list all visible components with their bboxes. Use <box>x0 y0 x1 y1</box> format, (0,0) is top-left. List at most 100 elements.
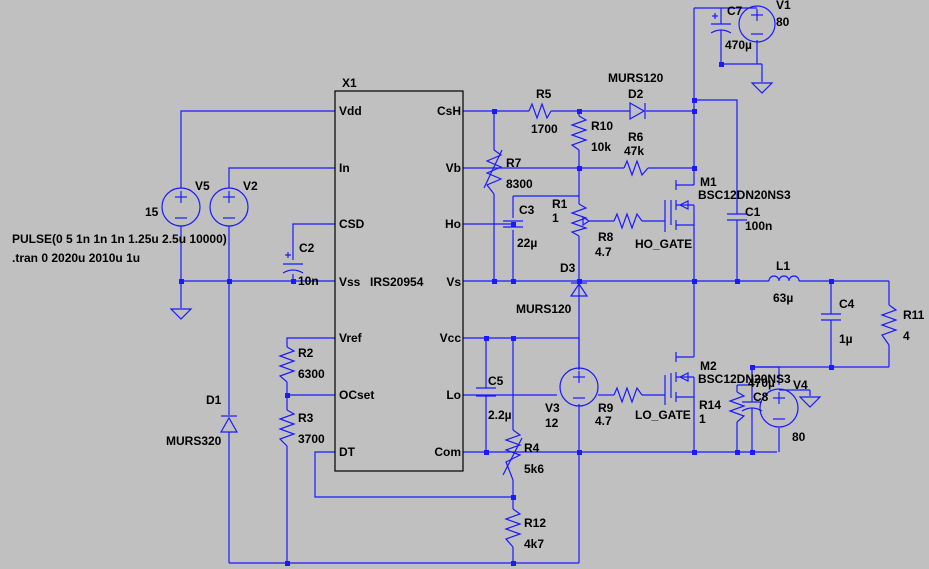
resistor-r11[interactable]: R11 4 <box>880 304 925 346</box>
capacitor-c4[interactable]: C4 1µ <box>821 297 855 346</box>
r4-ref: R4 <box>524 441 540 455</box>
c1-value: 100n <box>745 219 772 233</box>
resistor-r3[interactable]: R3 3700 <box>278 409 325 447</box>
d3-ref: D3 <box>560 261 576 275</box>
chip-ref: X1 <box>342 76 357 90</box>
c3-value: 22µ <box>517 236 537 250</box>
pin-vdd: Vdd <box>339 104 362 118</box>
c3-ref: C3 <box>519 203 535 217</box>
diode-d3[interactable]: D3 MURS120 <box>516 261 589 316</box>
d2-value: MURS120 <box>608 71 664 85</box>
r3-ref: R3 <box>298 411 314 425</box>
resistor-r5[interactable]: R5 1700 <box>528 87 558 136</box>
v1-ref: V1 <box>776 0 791 12</box>
resistor-r4[interactable]: R4 5k6 <box>502 429 544 481</box>
v4-ref: V4 <box>793 378 808 392</box>
pin-ho: Ho <box>445 217 461 231</box>
ho-gate-net: HO_GATE <box>635 237 692 251</box>
r1-value: 1 <box>552 211 559 225</box>
v5-ref: V5 <box>195 179 210 193</box>
ground-v4 <box>798 396 822 408</box>
m2-ref: M2 <box>700 359 717 373</box>
r10-ref: R10 <box>591 119 613 133</box>
r7-ref: R7 <box>506 156 522 170</box>
pin-in: In <box>339 161 350 175</box>
ground-left <box>169 308 193 320</box>
r7-value: 8300 <box>506 177 533 191</box>
source-v1[interactable]: V1 80 <box>738 0 791 43</box>
c2-ref: C2 <box>299 241 315 255</box>
c7-ref: C7 <box>727 4 743 18</box>
c1-ref: C1 <box>745 205 761 219</box>
source-v3[interactable]: V3 12 <box>545 367 599 430</box>
pin-vref: Vref <box>339 331 363 345</box>
diode-d2[interactable]: D2 MURS120 <box>608 71 664 121</box>
r2-ref: R2 <box>298 346 314 360</box>
r6-value: 47k <box>624 144 644 158</box>
d3-value: MURS120 <box>516 302 572 316</box>
c5-value: 2.2µ <box>488 408 512 422</box>
wires <box>180 7 890 564</box>
r6-ref: R6 <box>628 130 644 144</box>
inductor-l1[interactable]: L1 63µ <box>768 259 800 305</box>
capacitor-c7[interactable]: C7 470µ <box>710 4 752 52</box>
m1-part: BSC12DN20NS3 <box>698 188 791 202</box>
r14-value: 1 <box>699 412 706 426</box>
r4-value: 5k6 <box>524 462 544 476</box>
source-v4[interactable]: V4 80 <box>759 378 808 444</box>
d2-ref: D2 <box>628 87 644 101</box>
capacitor-c5[interactable]: C5 2.2µ <box>476 374 512 422</box>
diode-d1[interactable]: D1 MURS320 <box>166 393 239 448</box>
source-v2[interactable]: V2 <box>209 179 258 227</box>
chip-part: IRS20954 <box>370 275 424 289</box>
pin-vss: Vss <box>339 275 361 289</box>
r5-value: 1700 <box>531 122 558 136</box>
resistor-r10[interactable]: R10 10k <box>570 115 613 154</box>
r3-value: 3700 <box>298 432 325 446</box>
capacitor-c8[interactable]: C8 470µ <box>741 367 775 420</box>
junction-dots <box>179 62 834 566</box>
c4-value: 1µ <box>839 332 853 346</box>
r12-value: 4k7 <box>524 537 544 551</box>
resistor-r8[interactable]: R8 4.7 <box>595 212 643 259</box>
resistor-r9[interactable]: R9 4.7 <box>595 386 643 428</box>
r11-ref: R11 <box>903 308 925 322</box>
resistor-r2[interactable]: R2 6300 <box>278 346 325 383</box>
mosfet-m1[interactable]: M1 BSC12DN20NS3 HO_GATE <box>635 175 791 251</box>
pin-com: Com <box>434 445 461 459</box>
c4-ref: C4 <box>839 297 855 311</box>
resistor-r1[interactable]: R1 1 <box>552 197 590 237</box>
c2-value: 10n <box>298 274 319 288</box>
d1-value: MURS320 <box>166 434 222 448</box>
resistor-r12[interactable]: R12 4k7 <box>504 508 546 551</box>
capacitor-c1[interactable]: C1 100n <box>727 205 772 233</box>
capacitor-c2[interactable]: C2 10n <box>282 241 319 288</box>
r5-ref: R5 <box>536 87 552 101</box>
l1-value: 63µ <box>773 291 793 305</box>
pin-ocset: OCset <box>339 388 374 402</box>
v2-ref: V2 <box>243 179 258 193</box>
v3-ref: V3 <box>545 401 560 415</box>
v5-value: 15 <box>145 205 159 219</box>
r9-ref: R9 <box>598 401 614 415</box>
chip-x1[interactable]: X1 IRS20954 Vdd In CSD Vss Vref OCset DT… <box>334 76 464 472</box>
mosfet-m2[interactable]: M2 BSC12DN20NS3 LO_GATE <box>635 352 791 422</box>
capacitor-c3[interactable]: C3 22µ <box>503 203 537 250</box>
ground-v1 <box>750 82 774 94</box>
m1-ref: M1 <box>700 175 717 189</box>
resistor-r14[interactable]: R14 1 <box>699 391 746 426</box>
r12-ref: R12 <box>524 516 546 530</box>
source-v5[interactable]: V5 15 <box>145 179 210 227</box>
resistor-r6[interactable]: R6 47k <box>623 130 649 177</box>
m2-part: BSC12DN20NS3 <box>698 372 791 386</box>
tran-directive: .tran 0 2020u 2010u 1u <box>12 251 140 265</box>
pin-vcc: Vcc <box>440 331 462 345</box>
pin-vb: Vb <box>446 161 461 175</box>
pin-dt: DT <box>339 445 356 459</box>
l1-ref: L1 <box>776 259 790 273</box>
pin-lo: Lo <box>446 388 461 402</box>
resistor-r7[interactable]: R7 8300 <box>483 149 533 195</box>
r10-value: 10k <box>591 140 611 154</box>
pin-csh: CsH <box>437 104 461 118</box>
